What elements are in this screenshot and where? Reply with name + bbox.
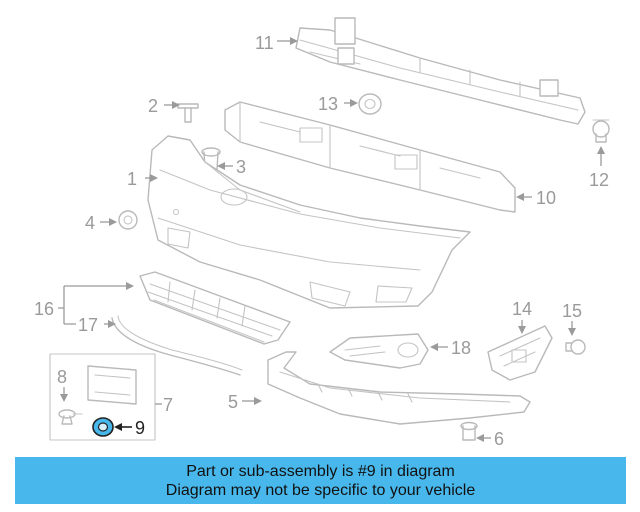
part-11-reinforcement-bar <box>295 17 586 125</box>
part-2-screw <box>177 103 199 123</box>
parts-diagram: 11 2 13 12 3 1 10 4 16 17 14 15 18 8 7 5… <box>34 17 610 449</box>
callout-13: 13 <box>318 94 338 114</box>
part-7-inset-box <box>49 353 156 441</box>
callout-11: 11 <box>255 33 274 53</box>
callout-10: 10 <box>536 188 556 208</box>
part-16-lower-grille <box>139 271 291 345</box>
callout-17: 17 <box>78 315 98 335</box>
callout-1: 1 <box>127 169 137 189</box>
callout-15: 15 <box>562 301 582 321</box>
callout-14: 14 <box>512 299 532 319</box>
callout-labels: 11 2 13 12 3 1 10 4 16 17 14 15 18 8 7 5… <box>34 33 609 449</box>
part-6-screw <box>460 421 478 441</box>
part-1-bumper-cover <box>147 135 471 309</box>
part-5-lower-spoiler <box>267 351 531 425</box>
part-10-energy-absorber <box>224 101 516 213</box>
leader-lines <box>58 37 605 442</box>
callout-2: 2 <box>148 96 158 116</box>
part-9-nut-highlighted <box>92 417 114 437</box>
callout-9-highlighted: 9 <box>135 418 145 438</box>
part-15-clip <box>565 339 586 355</box>
callout-12: 12 <box>589 170 609 190</box>
part-13-grommet <box>358 93 382 115</box>
callout-18: 18 <box>451 338 471 358</box>
callout-6: 6 <box>494 429 504 449</box>
callout-16: 16 <box>34 299 54 319</box>
callout-5: 5 <box>228 392 238 412</box>
part-4-nut <box>118 210 138 230</box>
part-8-screw <box>58 409 83 425</box>
callout-7: 7 <box>163 395 173 415</box>
callout-3: 3 <box>236 157 246 177</box>
part-17-trim-strip <box>111 315 243 376</box>
part-18-fog-bezel <box>329 333 429 369</box>
part-info-banner: Part or sub-assembly is #9 in diagram Di… <box>15 457 626 504</box>
callout-4: 4 <box>85 213 95 233</box>
callout-8: 8 <box>57 367 67 387</box>
banner-line-part: Part or sub-assembly is #9 in diagram <box>186 462 455 480</box>
banner-line-disclaimer: Diagram may not be specific to your vehi… <box>165 481 476 499</box>
part-12-push-clip <box>592 119 610 143</box>
part-14-bracket <box>487 325 553 381</box>
